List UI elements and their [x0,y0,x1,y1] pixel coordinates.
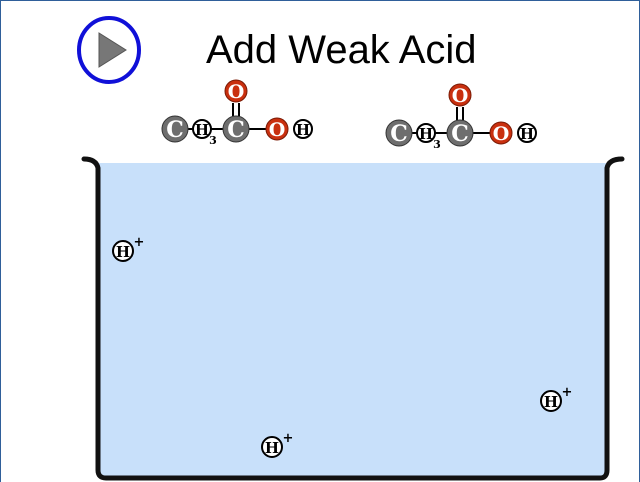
svg-text:H: H [296,121,310,139]
svg-text:C: C [227,117,245,143]
frame-left-border [0,0,1,482]
oxygen-atom: O [448,83,472,107]
frame-top-border [0,0,640,1]
carbon-atom: C [161,115,189,143]
svg-text:H: H [195,121,209,139]
oxygen-atom: O [489,121,513,145]
hydrogen-ion: H + [112,235,145,262]
subscript-3: 3 [433,138,441,151]
svg-text:C: C [451,121,469,147]
hydrogen-atom: H [293,119,313,139]
svg-text:O: O [493,123,510,145]
svg-text:O: O [452,85,469,107]
page-title: Add Weak Acid [206,28,477,72]
carbon-atom: C [222,115,250,143]
hydrogen-atom: H [517,123,537,143]
play-icon [98,32,127,68]
svg-text:H: H [544,393,558,411]
svg-text:O: O [228,81,245,103]
hydrogen-ion: H + [261,431,294,458]
svg-text:C: C [390,121,408,147]
svg-text:H: H [520,125,534,143]
hydrogen-ion: H + [540,385,573,412]
oxygen-atom: O [224,79,248,103]
positive-charge: + [562,385,573,400]
svg-text:H: H [419,125,433,143]
water [99,163,607,477]
hydrogen-atom: H [416,123,436,143]
carbon-atom: C [446,119,474,147]
svg-text:O: O [269,119,286,141]
beaker-outline [81,156,625,481]
hydrogen-atom: H [192,119,212,139]
play-button[interactable] [77,15,141,85]
positive-charge: + [134,235,145,250]
positive-charge: + [283,431,294,446]
carbon-atom: C [385,119,413,147]
subscript-3: 3 [209,134,217,147]
svg-text:H: H [116,243,130,261]
oxygen-atom: O [265,117,289,141]
svg-text:C: C [166,117,184,143]
svg-text:H: H [265,439,279,457]
